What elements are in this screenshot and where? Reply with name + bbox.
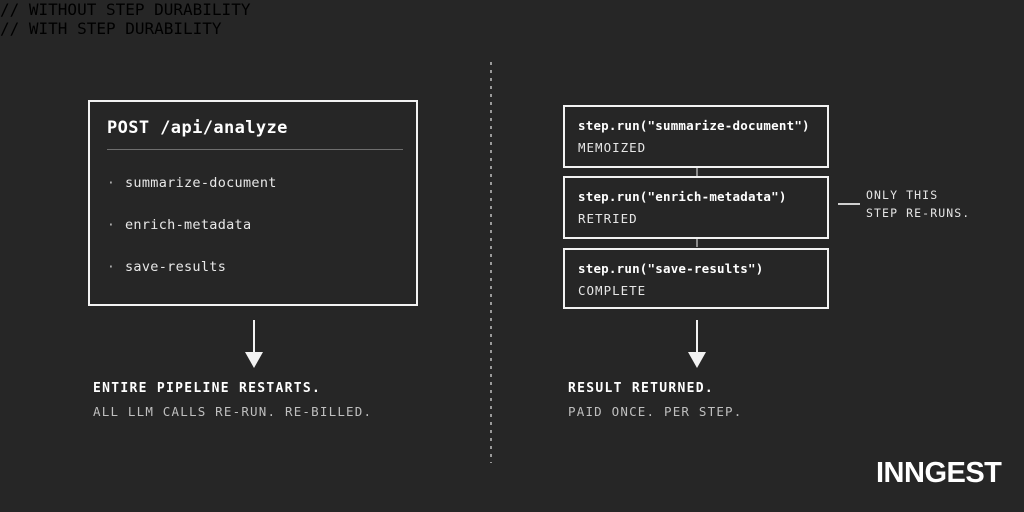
right-section-comment: // WITH STEP DURABILITY — [0, 19, 222, 38]
outcome-subline: PAID ONCE. PER STEP. — [568, 404, 743, 419]
callout-annotation: ONLY THIS STEP RE-RUNS. — [866, 186, 970, 222]
list-item-label: enrich-metadata — [125, 217, 252, 233]
down-arrow-icon — [686, 320, 708, 368]
step-box-save-results: step.run("save-results") COMPLETE — [563, 248, 829, 309]
endpoint-label: POST /api/analyze — [107, 118, 288, 138]
step-call-label: step.run("enrich-metadata") — [578, 189, 787, 204]
inngest-logo: INNGEST — [876, 457, 1002, 489]
card-divider — [107, 149, 403, 150]
right-outcome-caption: RESULT RETURNED. PAID ONCE. PER STEP. — [568, 381, 743, 419]
list-item: · save-results — [107, 246, 403, 288]
callout-line-2: STEP RE-RUNS. — [866, 206, 971, 220]
arrow-head — [245, 352, 263, 368]
arrow-shaft — [696, 320, 698, 354]
brand-wordmark: INNGEST — [876, 457, 1002, 489]
status-badge: COMPLETE — [578, 283, 647, 298]
step-box-summarize-document: step.run("summarize-document") MEMOIZED — [563, 105, 829, 168]
list-item-label: save-results — [125, 259, 227, 275]
left-section-comment: // WITHOUT STEP DURABILITY — [0, 0, 251, 19]
step-call-label: step.run("save-results") — [578, 261, 764, 276]
monolith-step-list: · summarize-document · enrich-metadata ·… — [107, 162, 403, 288]
outcome-headline: ENTIRE PIPELINE RESTARTS. — [93, 381, 322, 396]
callout-line-1: ONLY THIS — [866, 188, 939, 202]
list-item-label: summarize-document — [125, 175, 277, 191]
arrow-shaft — [253, 320, 255, 354]
outcome-headline: RESULT RETURNED. — [568, 381, 715, 396]
step-connector — [696, 168, 698, 176]
bullet-icon: · — [107, 259, 116, 275]
list-item: · enrich-metadata — [107, 204, 403, 246]
step-call-label: step.run("summarize-document") — [578, 118, 810, 133]
arrow-head — [688, 352, 706, 368]
callout-leader-line — [838, 203, 860, 205]
status-badge: RETRIED — [578, 211, 638, 226]
bullet-icon: · — [107, 217, 116, 233]
step-connector — [696, 239, 698, 247]
monolith-request-box: POST /api/analyze · summarize-document ·… — [88, 100, 418, 306]
bullet-icon: · — [107, 175, 116, 191]
left-outcome-caption: ENTIRE PIPELINE RESTARTS. ALL LLM CALLS … — [93, 381, 372, 419]
down-arrow-icon — [243, 320, 265, 368]
vertical-dotted-divider — [490, 62, 492, 463]
outcome-subline: ALL LLM CALLS RE-RUN. RE-BILLED. — [93, 404, 373, 419]
status-badge: MEMOIZED — [578, 140, 647, 155]
list-item: · summarize-document — [107, 162, 403, 204]
step-box-enrich-metadata: step.run("enrich-metadata") RETRIED — [563, 176, 829, 239]
